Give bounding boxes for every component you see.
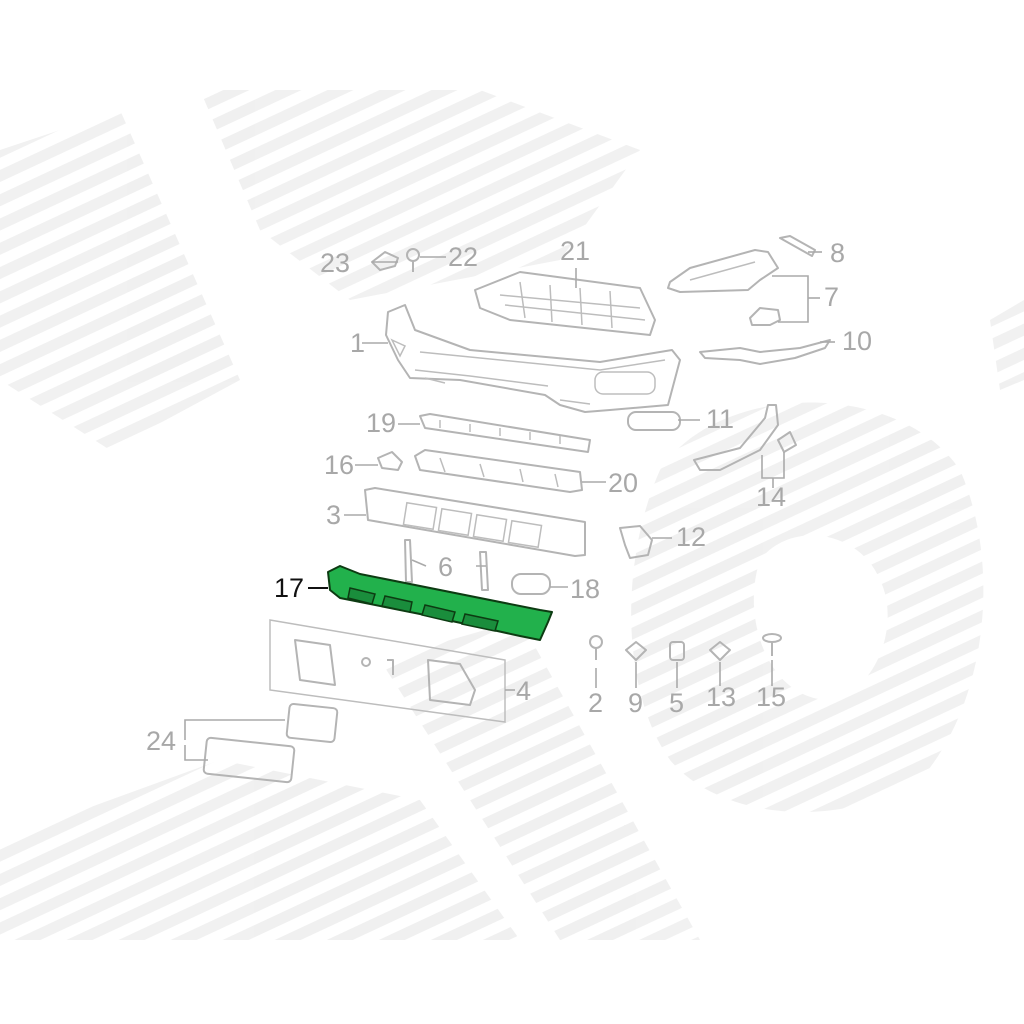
watermark-shape-far-right: [990, 300, 1024, 390]
callout-23: 23: [320, 248, 350, 278]
part-8-trim-strip[interactable]: [779, 235, 816, 257]
watermark-shape-bottom: [0, 760, 520, 940]
part-18-bezel[interactable]: [511, 573, 551, 595]
part-7-end-cap[interactable]: [667, 249, 781, 326]
callout-18: 18: [570, 574, 600, 604]
callout-3: 3: [326, 500, 341, 530]
callout-12: 12: [676, 522, 706, 552]
callout-22: 22: [448, 242, 478, 272]
callout-2: 2: [588, 688, 603, 718]
callout-7: 7: [824, 282, 839, 312]
callout-15: 15: [756, 682, 786, 712]
watermark-shape-top: [200, 90, 640, 300]
part-17-lower-bar[interactable]: [327, 565, 553, 641]
callout-17: 17: [274, 573, 304, 603]
callout-9: 9: [628, 688, 643, 718]
part-4-skid-plate-group[interactable]: [269, 619, 506, 723]
part-20-absorber[interactable]: [414, 449, 583, 493]
part-9-clip[interactable]: [625, 641, 647, 661]
callout-10: 10: [842, 326, 872, 356]
watermark-shape-mid: [380, 620, 700, 940]
watermark-shape-right: [631, 402, 984, 813]
callout-19: 19: [366, 408, 396, 438]
callout-20: 20: [608, 468, 638, 498]
part-16-bracket[interactable]: [377, 451, 403, 471]
callout-21: 21: [560, 236, 590, 266]
part-10-trim-strip[interactable]: [699, 339, 831, 365]
callout-11: 11: [706, 404, 734, 434]
part-3-reinforcement[interactable]: [364, 487, 586, 557]
part-24-plate-brackets[interactable]: [202, 702, 339, 784]
part-5-nut[interactable]: [669, 641, 685, 661]
callout-1: 1: [350, 328, 365, 358]
callout-5: 5: [669, 688, 684, 718]
callout-4: 4: [516, 676, 531, 706]
part-12-bracket[interactable]: [619, 525, 653, 559]
callout-labels: 1 2 3 4 5 6 7 8 9 10 11 12 13 14 15 16 1…: [146, 236, 872, 756]
watermark: [0, 90, 1024, 940]
part-22-screw[interactable]: [406, 248, 420, 272]
callout-24: 24: [146, 726, 176, 756]
callout-13: 13: [706, 682, 736, 712]
part-19-grille-strip[interactable]: [419, 413, 591, 453]
watermark-shape-left: [0, 110, 240, 450]
leader-lines: [184, 251, 835, 761]
callout-14: 14: [756, 482, 786, 512]
callout-6: 6: [438, 552, 453, 582]
part-2-push-pin[interactable]: [589, 635, 603, 660]
part-11-fog-bezel[interactable]: [627, 411, 681, 431]
part-14-flare[interactable]: [693, 404, 797, 471]
callout-8: 8: [830, 238, 845, 268]
callout-16: 16: [324, 450, 354, 480]
part-21-grille[interactable]: [474, 271, 656, 336]
part-15-screw[interactable]: [762, 633, 782, 656]
part-13-clip[interactable]: [709, 641, 731, 661]
part-1-bumper-cover[interactable]: [385, 304, 681, 413]
part-6-brackets[interactable]: [404, 539, 489, 591]
